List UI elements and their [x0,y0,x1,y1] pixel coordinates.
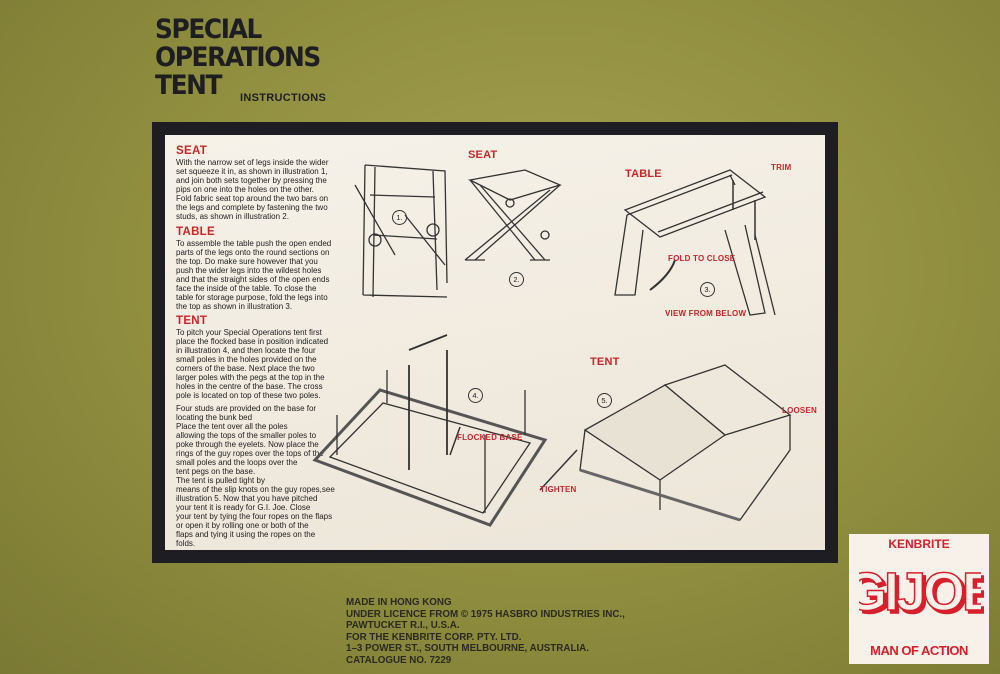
illustration-number: 4. [468,388,483,403]
instructions-subtitle: INSTRUCTIONS [240,92,327,104]
manufacturer-info: MADE IN HONG KONG UNDER LICENCE FROM © 1… [346,597,625,666]
seat-illustration-label: SEAT [468,149,498,161]
title-line: TENT [155,70,223,101]
product-title: SPECIAL OPERATIONS TENT [155,14,321,101]
seat-text: With the narrow set of legs inside the w… [176,158,329,221]
title-line: SPECIAL [155,14,262,45]
illustration-number: 2. [509,272,524,287]
table-illustration-label: TABLE [625,168,662,180]
table-text: To assemble the table push the open ende… [176,239,332,311]
tent-illustration-label: TENT [590,356,620,368]
trim-label: TRIM [771,163,792,172]
gi-joe-logo: KENBRITE GIJOE MAN OF ACTION [849,534,989,664]
instruction-panel [165,135,825,550]
illustration-number: 1. [392,210,407,225]
tighten-label: TIGHTEN [540,485,577,494]
tent-base-illustration [312,334,548,527]
title-line: OPERATIONS [155,42,321,73]
pitched-tent-illustration [539,364,792,522]
seat-frame-illustration [354,164,448,298]
tent-heading: TENT [176,315,208,327]
tent-text: To pitch your Special Operations tent fi… [176,328,329,400]
folding-seat-illustration [464,169,562,261]
table-heading: TABLE [176,226,215,238]
svg-text:GIJOE: GIJOE [859,562,981,622]
flocked-base-label: FLOCKED BASE [457,433,523,442]
seat-heading: SEAT [176,145,208,157]
gi-joe-logo-mark: GIJOE [859,561,981,623]
fold-to-close-label: FOLD TO CLOSE [668,254,736,263]
tent-text-2: Four studs are provided on the base for … [176,404,335,548]
illustration-number: 3. [700,282,715,297]
logo-kenbrite: KENBRITE [888,537,950,551]
loosen-label: LOOSEN [782,406,817,415]
table-illustration [614,169,776,316]
illustrations [312,164,792,527]
illustration-number: 5. [597,393,612,408]
view-from-below-label: VIEW FROM BELOW [665,309,747,318]
logo-man-of-action: MAN OF ACTION [870,643,968,658]
